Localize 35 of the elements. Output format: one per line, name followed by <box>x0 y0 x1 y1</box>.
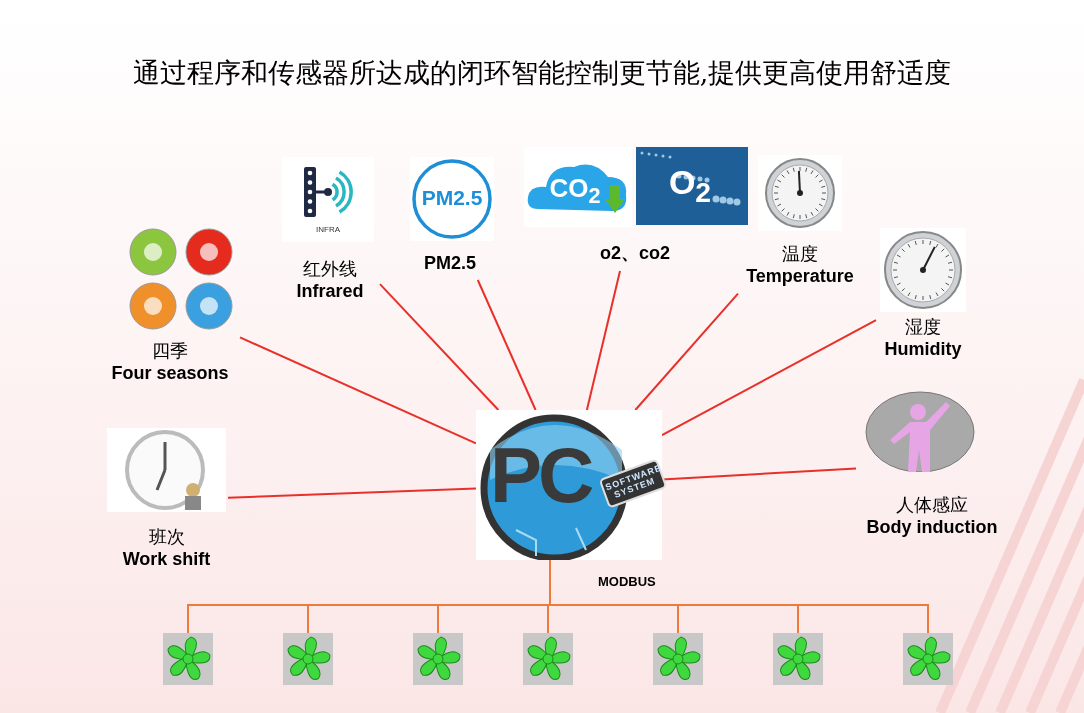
connector-line <box>476 279 537 411</box>
sensor-name: Four seasons <box>110 363 230 385</box>
sensor-name-chinese: 班次 <box>147 526 186 548</box>
fan-icon <box>903 633 953 685</box>
sensor-name: Body induction <box>865 517 999 539</box>
connector-line <box>661 319 877 437</box>
fan-icon <box>523 633 573 685</box>
connector-line <box>634 292 739 411</box>
icon-text: CO$_{2}$ <box>548 174 602 208</box>
icon-text: O$_{2}$ <box>667 164 713 208</box>
sensor-name-chinese: 湿度 <box>904 316 942 338</box>
connector-line <box>585 270 621 411</box>
sensor-name: o2、co2 <box>599 243 671 265</box>
connector-line <box>227 487 477 499</box>
fan-icon <box>653 633 703 685</box>
sensor-name: Temperature <box>745 266 855 288</box>
pc-text: PC <box>490 436 591 514</box>
sensor-name: Work shift <box>121 549 212 571</box>
sensor-name-chinese: 红外线 <box>302 258 358 280</box>
connector-line <box>379 283 500 411</box>
sensor-name: Humidity <box>883 339 963 361</box>
icon-text: INFRA <box>315 226 341 235</box>
fan-icon <box>413 633 463 685</box>
sensor-name-chinese: 四季 <box>151 340 189 362</box>
connector-line <box>239 336 477 445</box>
fan-icon <box>283 633 333 685</box>
sensor-name: Infrared <box>295 281 365 303</box>
sensor-name-chinese: 人体感应 <box>895 494 969 516</box>
bus-label: MODBUS <box>598 575 657 590</box>
title: 通过程序和传感器所达成的闭环智能控制更节能,提供更高使用舒适度 <box>131 56 953 90</box>
sensor-name: PM2.5 <box>423 253 477 275</box>
icon-text: PM2.5 <box>420 186 484 210</box>
fan-icon <box>773 633 823 685</box>
sensor-name-chinese: 温度 <box>781 243 819 265</box>
fan-icon <box>163 633 213 685</box>
